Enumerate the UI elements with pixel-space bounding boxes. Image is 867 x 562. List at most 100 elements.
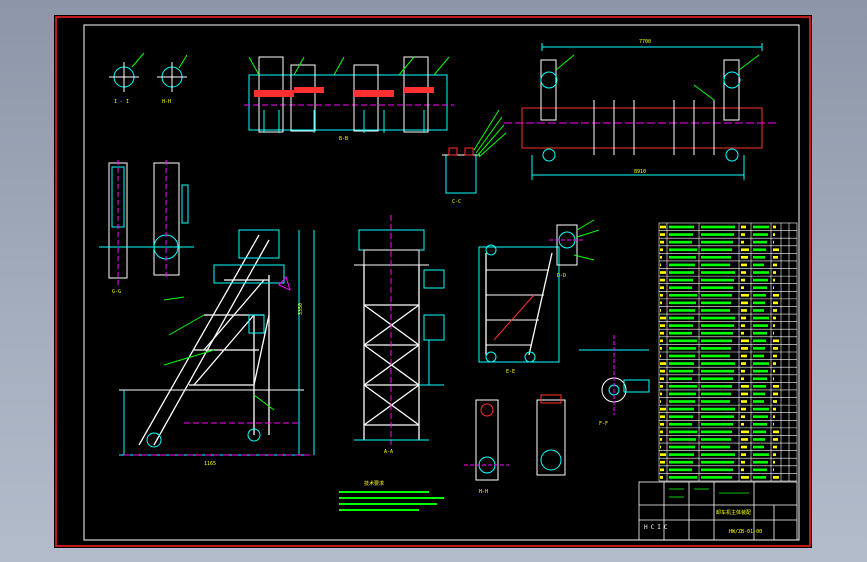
parts-list-table: [658, 222, 798, 482]
table-cell-text: [669, 453, 694, 456]
dim-top-beam: 7700: [639, 39, 651, 45]
table-cell-text: [773, 271, 776, 274]
table-cell-text: [660, 309, 661, 312]
table-cell-text: [701, 407, 735, 411]
table-cell-text: [669, 233, 693, 236]
table-cell-text: [753, 256, 765, 259]
table-cell-text: [773, 438, 778, 441]
table-cell-text: [660, 316, 666, 320]
svg-text:G-G: G-G: [112, 289, 121, 295]
title-drawing-name: HCIC: [644, 524, 670, 531]
table-cell-text: [701, 422, 733, 426]
table-cell-text: [669, 286, 692, 290]
table-cell-text: [669, 392, 696, 396]
table-cell-text: [741, 476, 749, 479]
table-cell-text: [669, 331, 692, 335]
table-cell-text: [660, 233, 665, 236]
table-cell-text: [701, 248, 732, 252]
table-cell-text: [701, 271, 735, 274]
table-cell-text: [773, 225, 776, 229]
left-pin-views: G-G: [99, 160, 194, 295]
table-cell-text: [669, 225, 694, 229]
section-e-e: E-E: [478, 244, 560, 375]
table-cell-text: [701, 476, 732, 479]
table-cell-text: [753, 377, 767, 381]
table-cell-text: [660, 225, 666, 229]
table-cell-text: [753, 316, 769, 320]
table-cell-text: [669, 309, 695, 312]
table-cell-text: [773, 293, 779, 297]
section-d-d: D-D: [549, 219, 600, 279]
table-cell-text: [773, 339, 779, 343]
table-cell-text: [753, 445, 764, 449]
table-cell-text: [660, 286, 664, 290]
table-cell-text: [669, 354, 695, 358]
table-cell-text: [741, 309, 747, 312]
table-cell-text: [701, 331, 733, 335]
table-cell-text: [773, 331, 774, 335]
table-cell-text: [741, 354, 747, 358]
table-cell-text: [753, 369, 768, 373]
table-cell-text: [669, 377, 692, 381]
table-cell-text: [773, 324, 775, 327]
bottom-pin-views: H-H: [464, 394, 566, 495]
beam-assembly: 7700 8910: [504, 39, 779, 180]
table-cell-text: [669, 263, 695, 267]
title-drawing-number: HW/ZB-01-00: [729, 529, 762, 535]
table-cell-text: [753, 415, 768, 419]
table-cell-text: [741, 430, 749, 434]
table-cell-text: [701, 256, 731, 259]
table-cell-text: [753, 430, 766, 434]
table-cell-text: [741, 240, 744, 244]
table-cell-text: [741, 347, 748, 350]
table-cell-text: [741, 460, 745, 464]
table-cell-text: [753, 385, 766, 388]
inner-border: [83, 24, 800, 541]
table-cell-text: [701, 286, 733, 290]
table-cell-text: [773, 400, 777, 403]
table-cell-text: [741, 301, 748, 305]
table-cell-text: [660, 407, 666, 411]
table-cell-text: [773, 415, 775, 419]
table-cell-text: [741, 392, 748, 396]
table-cell-text: [741, 324, 745, 327]
table-cell-text: [660, 369, 665, 373]
table-cell-text: [741, 316, 746, 320]
label-section-a-a: A-A: [384, 449, 393, 455]
table-cell-text: [773, 392, 778, 396]
table-cell-text: [753, 460, 768, 464]
table-cell-text: [741, 453, 746, 456]
table-cell-text: [660, 248, 663, 252]
table-cell-text: [669, 271, 694, 274]
table-cell-text: [773, 248, 779, 252]
table-cell-text: [660, 263, 661, 267]
table-cell-text: [773, 316, 776, 320]
table-cell-text: [741, 422, 744, 426]
svg-text:F-F: F-F: [599, 421, 608, 427]
table-cell-text: [660, 293, 663, 297]
table-cell-text: [753, 339, 766, 343]
table-cell-text: [669, 369, 693, 373]
section-b-b: B-B: [244, 56, 454, 142]
table-cell-text: [701, 430, 732, 434]
table-cell-text: [701, 369, 734, 373]
table-cell-text: [701, 278, 734, 282]
table-cell-text: [660, 347, 662, 350]
drawing-canvas: I - I H-H B-: [55, 16, 811, 547]
table-cell-text: [660, 460, 665, 464]
table-cell-text: [773, 309, 777, 312]
table-cell-text: [701, 400, 730, 403]
table-cell-text: [701, 316, 735, 320]
table-cell-text: [753, 248, 766, 252]
table-cell-text: [753, 354, 764, 358]
table-cell-text: [701, 468, 733, 472]
table-cell-text: [701, 309, 730, 312]
table-cell-text: [753, 476, 766, 479]
table-cell-text: [701, 460, 734, 464]
table-cell-text: [741, 407, 746, 411]
table-cell-text: [753, 400, 764, 403]
table-cell-text: [669, 248, 697, 252]
table-cell-text: [741, 233, 745, 236]
table-cell-text: [741, 293, 749, 297]
table-cell-text: [753, 301, 765, 305]
